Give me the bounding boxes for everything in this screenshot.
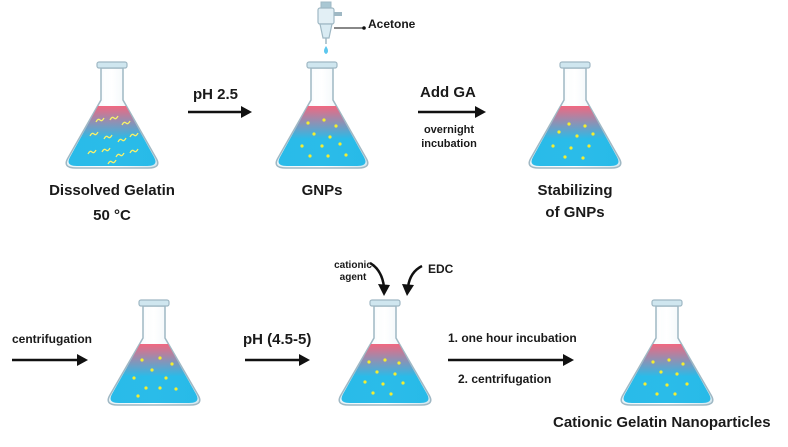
nanoparticle-dot	[322, 118, 326, 122]
pipette-label: Acetone	[368, 17, 416, 31]
gelatin-fiber	[95, 117, 105, 123]
gelatin-fiber	[109, 115, 119, 121]
nanoparticle-dot	[326, 154, 330, 158]
nanoparticle-dot	[643, 382, 647, 386]
nanoparticle-dot	[164, 376, 168, 380]
incubation-label: 1. one hour incubation	[448, 331, 577, 345]
flask-cationic-nanoparticles	[620, 299, 714, 406]
flask-cationic-reaction	[338, 299, 432, 406]
nanoparticle-dot	[383, 358, 387, 362]
nanoparticle-dot	[575, 134, 579, 138]
gelatin-fiber	[87, 149, 97, 155]
flask1-caption: Dissolved Gelatin	[49, 182, 175, 199]
gelatin-fiber	[117, 137, 127, 143]
nanoparticle-dot	[328, 135, 332, 139]
nanoparticle-dot	[158, 356, 162, 360]
nanoparticle-dot	[363, 380, 367, 384]
flask2-caption: GNPs	[301, 182, 343, 199]
nanoparticle-dot	[338, 142, 342, 146]
nanoparticle-dot	[344, 153, 348, 157]
right-arrow-icon	[188, 106, 252, 118]
nanoparticle-dot	[381, 382, 385, 386]
ph-label: pH (4.5-5)	[243, 331, 312, 348]
nanoparticle-dot	[389, 392, 393, 396]
nanoparticle-dot	[170, 362, 174, 366]
arrow1-label: pH 2.5	[193, 86, 239, 103]
nanoparticle-dot	[681, 362, 685, 366]
curved-down-arrow-icon	[402, 264, 423, 296]
right-arrow-icon	[448, 354, 574, 366]
nanoparticle-dot	[655, 392, 659, 396]
nanoparticle-dot	[397, 361, 401, 365]
flask1-temperature: 50 °C	[93, 207, 131, 224]
gelatin-fiber	[115, 152, 125, 158]
nanoparticle-dot	[665, 383, 669, 387]
gelatin-fiber	[129, 148, 139, 154]
nanoparticle-dot	[158, 386, 162, 390]
nanoparticle-dot	[581, 156, 585, 160]
gelatin-fiber	[89, 131, 99, 137]
nanoparticle-dot	[150, 368, 154, 372]
flask-centrifuged	[107, 299, 201, 406]
arrow2-sublabel-2: incubation	[421, 138, 477, 150]
nanoparticle-dot	[557, 130, 561, 134]
nanoparticle-dot	[591, 132, 595, 136]
centrifugation-label: centrifugation	[12, 332, 92, 346]
nanoparticle-dot	[675, 372, 679, 376]
acetone-drop	[324, 46, 328, 54]
nanoparticle-dot	[136, 394, 140, 398]
curved-down-arrow-icon	[369, 261, 390, 296]
nanoparticle-dot	[667, 358, 671, 362]
nanoparticle-dot	[132, 376, 136, 380]
edc-label: EDC	[428, 262, 454, 276]
nanoparticle-dot	[140, 358, 144, 362]
nanoparticle-dot	[312, 132, 316, 136]
nanoparticle-dot	[334, 124, 338, 128]
nanoparticle-dot	[306, 121, 310, 125]
nanoparticle-dot	[651, 360, 655, 364]
nanoparticle-dot	[393, 372, 397, 376]
pipette-icon	[317, 1, 366, 54]
nanoparticle-dot	[174, 387, 178, 391]
nanoparticle-dot	[563, 155, 567, 159]
right-arrow-icon	[418, 106, 486, 118]
nanoparticle-dot	[320, 144, 324, 148]
gelatin-fiber	[103, 134, 113, 140]
final-caption: Cationic Gelatin Nanoparticles	[553, 414, 771, 431]
right-arrow-icon	[245, 354, 310, 366]
cationic-agent-label-1: cationic	[334, 260, 372, 271]
nanoparticle-dot	[569, 146, 573, 150]
nanoparticle-dot	[685, 382, 689, 386]
gelatin-fiber	[101, 147, 111, 153]
nanoparticle-dot	[300, 144, 304, 148]
flask-dissolved-gelatin	[65, 61, 159, 169]
centrifugation-step-label: 2. centrifugation	[458, 372, 552, 386]
nanoparticle-dot	[583, 124, 587, 128]
nanoparticle-dot	[367, 360, 371, 364]
gelatin-fiber	[107, 159, 117, 165]
flask3-caption-1: Stabilizing	[537, 182, 613, 199]
nanoparticle-dot	[551, 144, 555, 148]
nanoparticle-dot	[587, 144, 591, 148]
flask3-caption-2: of GNPs	[545, 204, 605, 221]
nanoparticle-dot	[567, 122, 571, 126]
arrow2-label: Add GA	[420, 84, 476, 101]
cationic-agent-label-2: agent	[339, 272, 367, 283]
nanoparticle-dot	[371, 391, 375, 395]
nanoparticle-dot	[659, 370, 663, 374]
flask-stabilized-gnps	[528, 61, 622, 169]
gelatin-fiber	[121, 120, 131, 126]
right-arrow-icon	[12, 354, 88, 366]
arrow2-sublabel-1: overnight	[423, 124, 475, 136]
nanoparticle-dot	[673, 392, 677, 396]
flask-gnps	[275, 61, 369, 169]
gelatin-fiber	[129, 132, 139, 138]
nanoparticle-dot	[375, 370, 379, 374]
nanoparticle-dot	[401, 381, 405, 385]
nanoparticle-dot	[308, 154, 312, 158]
nanoparticle-dot	[144, 386, 148, 390]
